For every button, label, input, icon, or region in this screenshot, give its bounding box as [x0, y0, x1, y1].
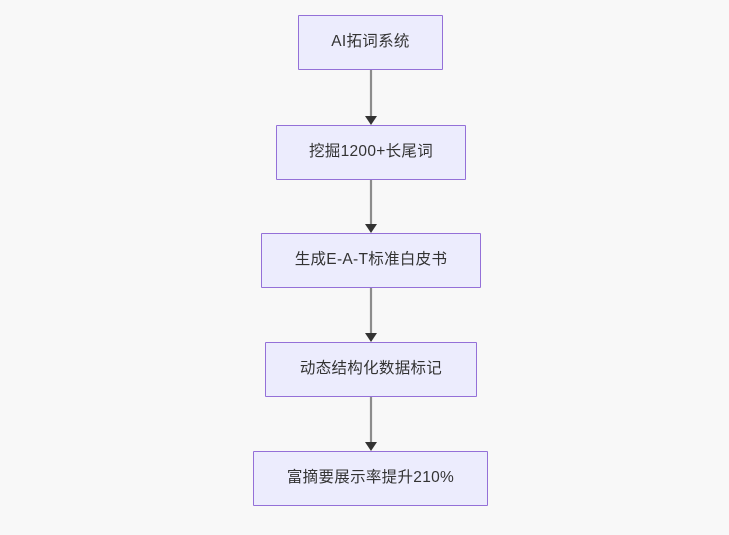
flow-node-generate-eat-whitepaper[interactable]: 生成E-A-T标准白皮书 [261, 233, 481, 288]
edge-node4-node5 [365, 397, 377, 451]
flow-node-mine-longtail-keywords[interactable]: 挖掘1200+长尾词 [276, 125, 466, 180]
flow-node-dynamic-structured-data-markup[interactable]: 动态结构化数据标记 [265, 342, 477, 397]
flow-node-rich-snippet-rate-increase[interactable]: 富摘要展示率提升210% [253, 451, 488, 506]
edge-node2-node3 [365, 180, 377, 233]
arrowhead-icon [365, 333, 377, 342]
edge-node3-node4 [365, 288, 377, 342]
flow-node-ai-keyword-system[interactable]: AI拓词系统 [298, 15, 443, 70]
flow-node-label: 挖掘1200+长尾词 [308, 143, 434, 161]
flow-node-label: 富摘要展示率提升210% [286, 469, 455, 487]
arrowhead-icon [365, 116, 377, 125]
flow-node-label: 生成E-A-T标准白皮书 [294, 251, 448, 269]
arrowhead-icon [365, 224, 377, 233]
flow-node-label: 动态结构化数据标记 [299, 360, 443, 378]
arrowhead-icon [365, 442, 377, 451]
flow-node-label: AI拓词系统 [331, 33, 410, 51]
edge-node1-node2 [365, 70, 377, 125]
